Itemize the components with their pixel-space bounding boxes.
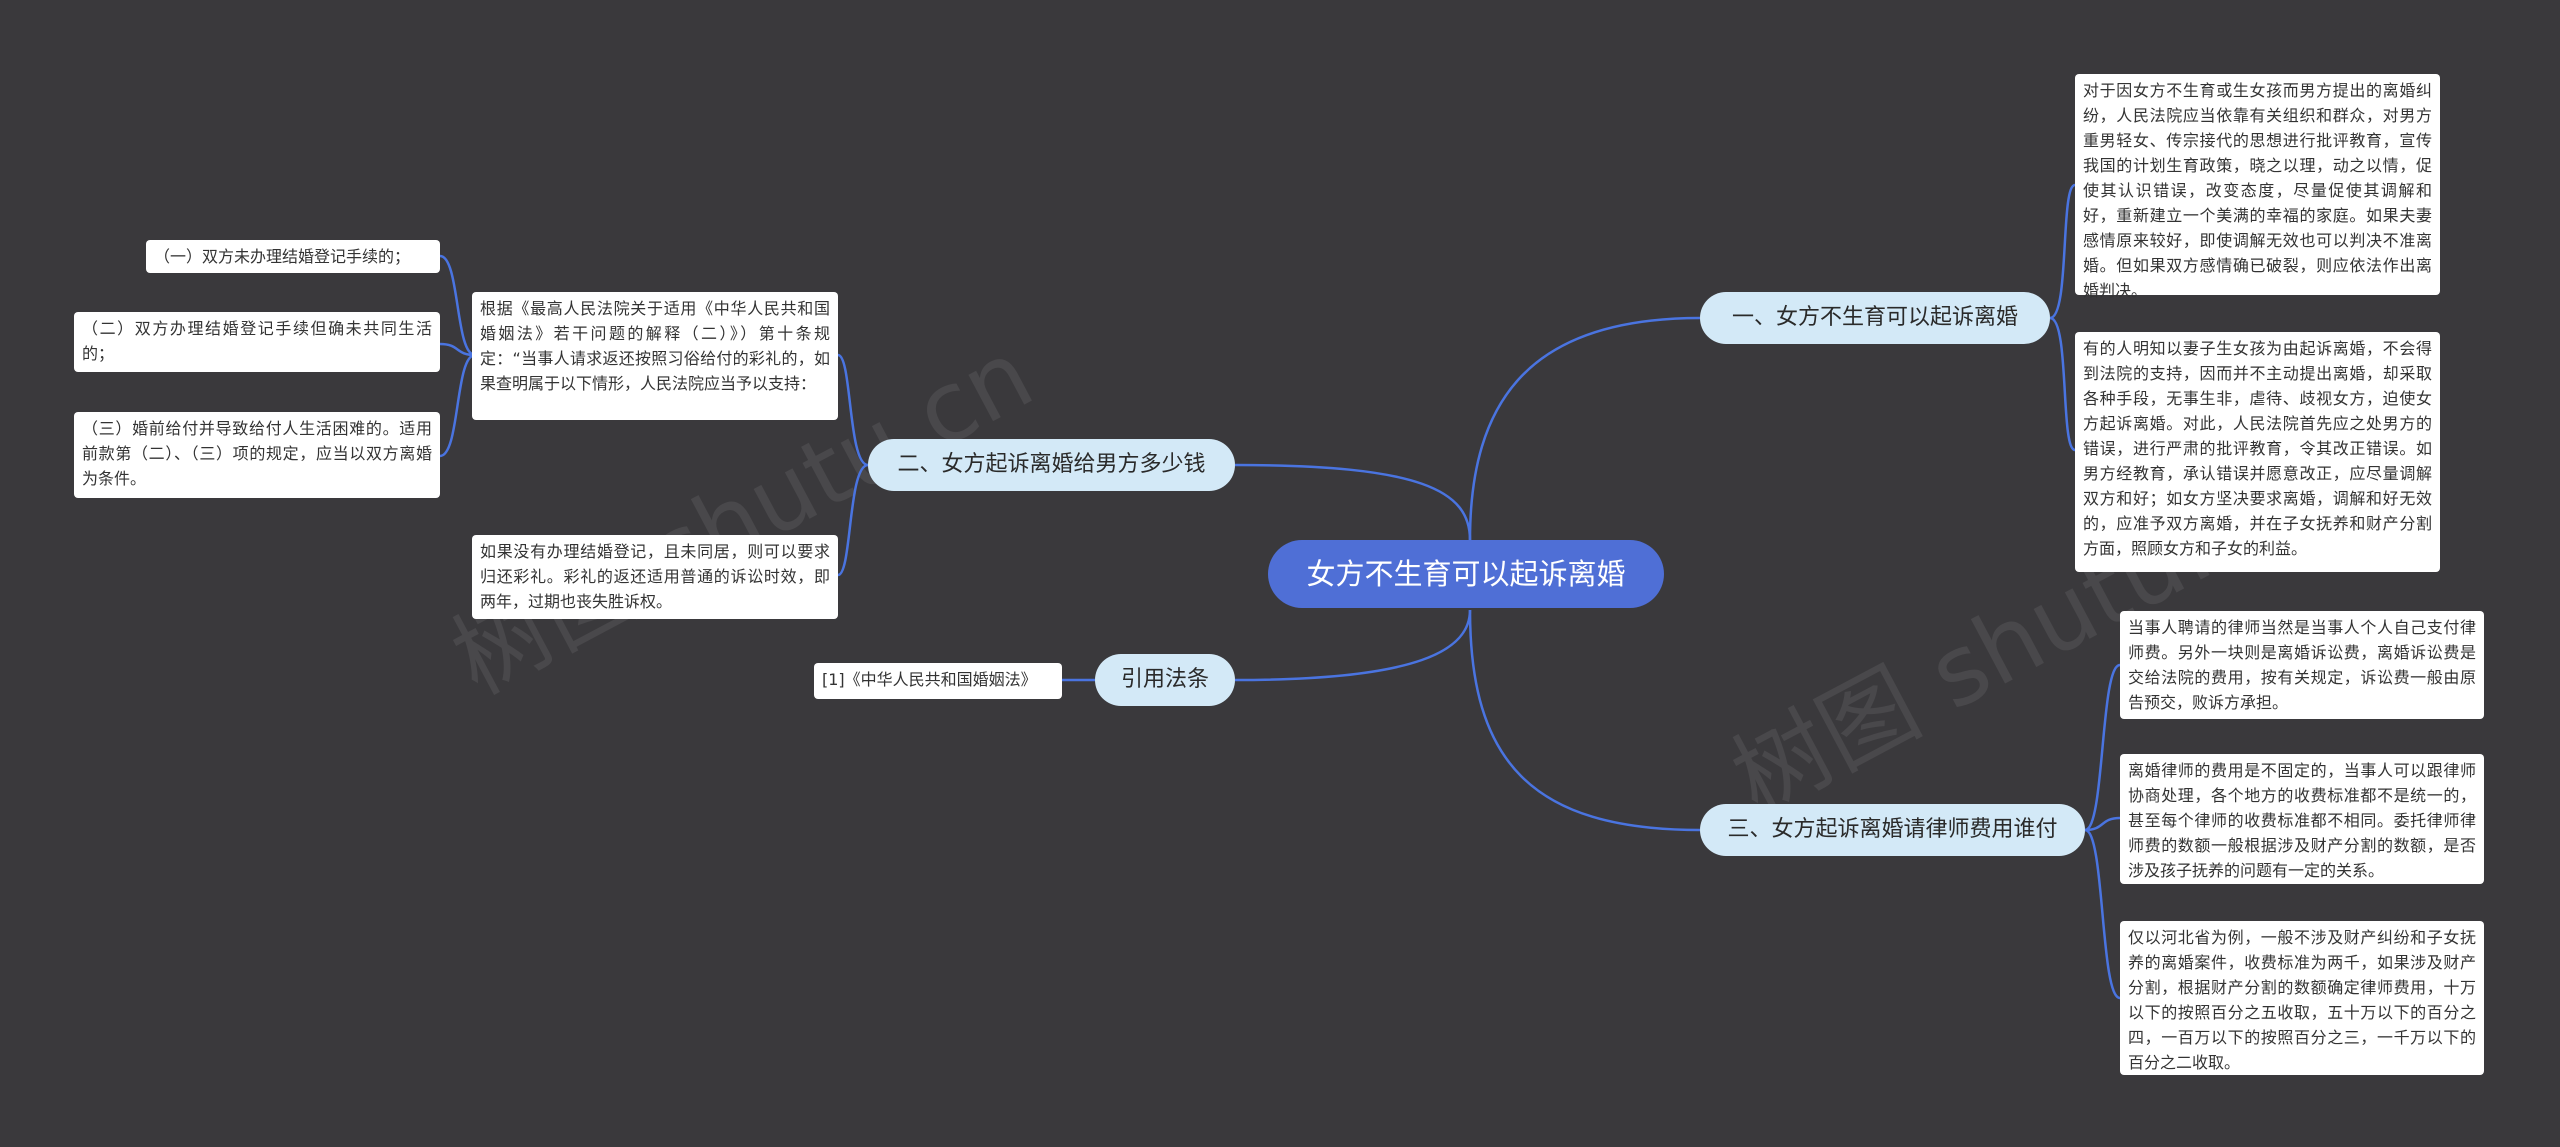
leaf-b2-2[interactable]: 如果没有办理结婚登记，且未同居，则可以要求归还彩礼。彩礼的返还适用普通的诉讼时效… bbox=[472, 535, 838, 619]
link-b21-a bbox=[439, 254, 476, 357]
link-root-b1 bbox=[1468, 316, 1701, 541]
branch-topic-2[interactable]: 二、女方起诉离婚给男方多少钱 bbox=[868, 439, 1235, 491]
link-b3-leaf1 bbox=[2084, 663, 2121, 832]
leaf-b4-1[interactable]: [1]《中华人民共和国婚姻法》 bbox=[814, 663, 1062, 699]
link-root-b2 bbox=[1234, 463, 1472, 541]
leaf-b2-1[interactable]: 根据《最高人民法院关于适用《中华人民共和国婚姻法》若干问题的解释（二）》）第十条… bbox=[472, 292, 838, 420]
leaf-b2-1b[interactable]: （二）双方办理结婚登记手续但确未共同生活的； bbox=[74, 312, 440, 372]
leaf-b1-2[interactable]: 有的人明知以妻子生女孩为由起诉离婚，不会得到法院的支持，因而并不主动提出离婚，却… bbox=[2075, 332, 2440, 572]
leaf-b1-1[interactable]: 对于因女方不生育或生女孩而男方提出的离婚纠纷，人民法院应当依靠有关组织和群众，对… bbox=[2075, 74, 2440, 300]
leaf-b3-1[interactable]: 当事人聘请的律师当然是当事人个人自己支付律师费。另外一块则是离婚诉讼费，离婚诉讼… bbox=[2120, 611, 2484, 719]
link-b1-leaf2 bbox=[2049, 316, 2076, 452]
root-topic[interactable]: 女方不生育可以起诉离婚 bbox=[1268, 540, 1664, 608]
link-b3-leaf3 bbox=[2084, 828, 2121, 1000]
branch-topic-1[interactable]: 一、女方不生育可以起诉离婚 bbox=[1700, 292, 2050, 344]
link-b2-leaf2 bbox=[837, 463, 869, 577]
branch-topic-4[interactable]: 引用法条 bbox=[1095, 654, 1235, 706]
leaf-b3-3[interactable]: 仅以河北省为例，一般不涉及财产纠纷和子女抚养的离婚案件，收费标准为两千，如果涉及… bbox=[2120, 921, 2484, 1075]
link-root-b4 bbox=[1234, 609, 1472, 682]
link-b1-leaf1 bbox=[2049, 183, 2076, 320]
leaf-b3-2[interactable]: 离婚律师的费用是不固定的，当事人可以跟律师协商处理，各个地方的收费标准都不是统一… bbox=[2120, 754, 2484, 884]
link-b3-leaf2 bbox=[2084, 816, 2121, 832]
link-b2-leaf1 bbox=[837, 353, 869, 467]
leaf-b2-1c[interactable]: （三）婚前给付并导致给付人生活困难的。适用前款第（二）、（三）项的规定，应当以双… bbox=[74, 412, 440, 498]
leaf-b2-1a[interactable]: （一）双方未办理结婚登记手续的； bbox=[146, 240, 440, 273]
branch-topic-3[interactable]: 三、女方起诉离婚请律师费用谁付 bbox=[1700, 804, 2085, 856]
link-b21-b bbox=[439, 342, 476, 357]
link-root-b3 bbox=[1468, 609, 1701, 832]
link-b21-c bbox=[439, 353, 476, 458]
